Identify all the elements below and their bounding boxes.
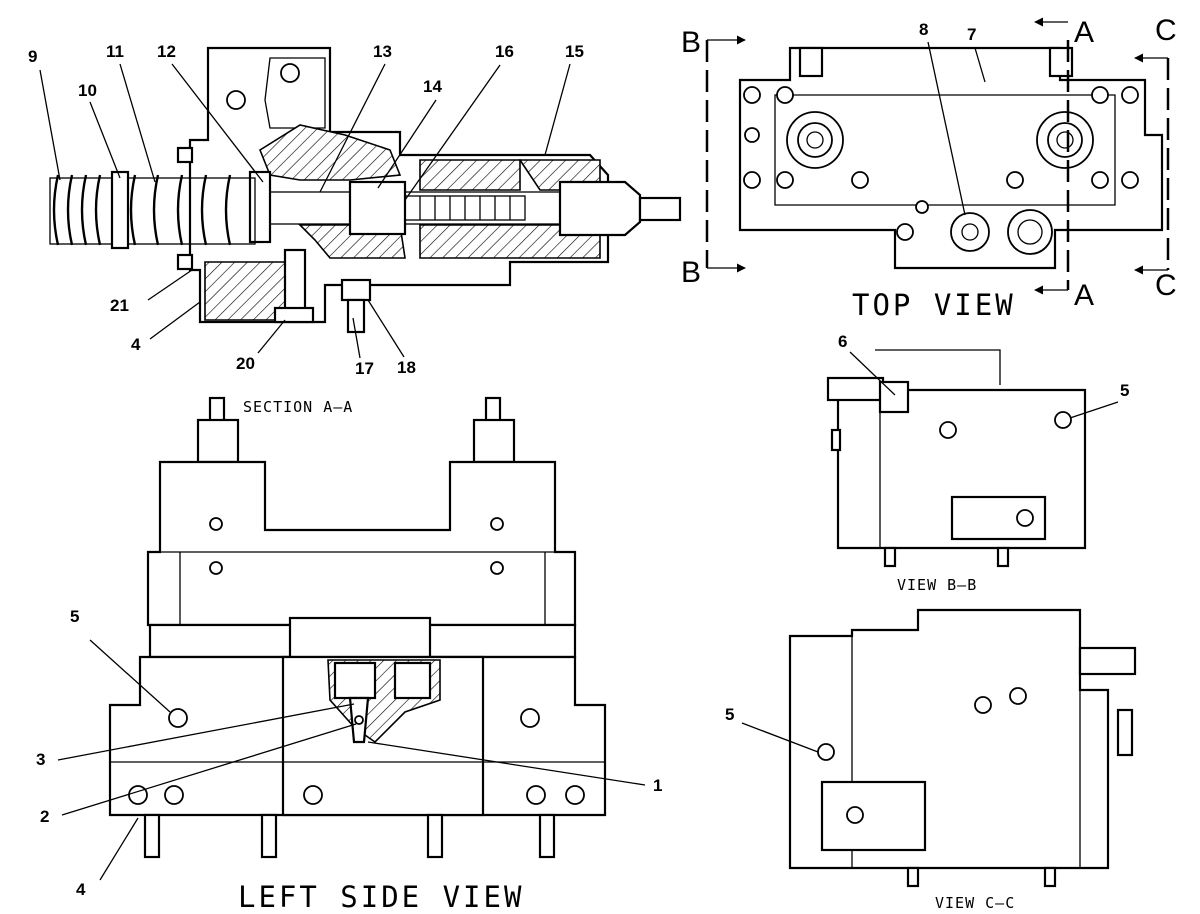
left-side-view-label: LEFT SIDE VIEW [238, 880, 524, 914]
callout-4: 4 [131, 335, 141, 354]
section-aa-label: SECTION A–A [243, 398, 353, 416]
section-letter-b-top: B [681, 26, 701, 59]
view-bb: 6 5 VIEW B–B [826, 332, 1129, 594]
left-side-view: 5 3 2 1 4 LEFT SIDE VIEW [36, 396, 662, 914]
callout-14: 14 [423, 77, 442, 96]
section-letter-a-bottom: A [1074, 279, 1094, 312]
callout-5-left: 5 [70, 607, 79, 626]
section-aa-view [49, 46, 682, 334]
callout-9: 9 [28, 47, 37, 66]
section-letter-c-top: C [1155, 14, 1177, 47]
callout-4-left: 4 [76, 880, 86, 899]
callout-5-cc: 5 [725, 705, 734, 724]
view-bb-label: VIEW B–B [897, 576, 977, 594]
callout-6: 6 [838, 332, 847, 351]
callout-12: 12 [157, 42, 176, 61]
callout-13: 13 [373, 42, 392, 61]
callout-3: 3 [36, 750, 45, 769]
callout-10: 10 [78, 81, 97, 100]
callout-11: 11 [106, 42, 124, 61]
section-aa-callouts: 9 10 11 12 13 14 16 15 21 4 20 17 18 SEC… [28, 42, 584, 416]
section-letter-a-top: A [1074, 16, 1094, 49]
callout-18: 18 [397, 358, 416, 377]
section-letter-c-bottom: C [1155, 269, 1177, 302]
callout-8: 8 [919, 20, 928, 39]
view-cc: 5 VIEW C–C [725, 608, 1137, 912]
callout-21: 21 [110, 296, 129, 315]
callout-2: 2 [40, 807, 49, 826]
callout-15: 15 [565, 42, 584, 61]
view-cc-label: VIEW C–C [935, 894, 1015, 912]
callout-1: 1 [653, 776, 662, 795]
callout-20: 20 [236, 354, 255, 373]
callout-16: 16 [495, 42, 514, 61]
callout-17: 17 [355, 359, 374, 378]
top-view: B B A A C C 8 7 TOP VIEW [681, 14, 1177, 322]
top-view-label: TOP VIEW [852, 288, 1016, 322]
callout-7: 7 [967, 25, 976, 44]
section-letter-b-bottom: B [681, 256, 701, 289]
callout-5: 5 [1120, 381, 1129, 400]
